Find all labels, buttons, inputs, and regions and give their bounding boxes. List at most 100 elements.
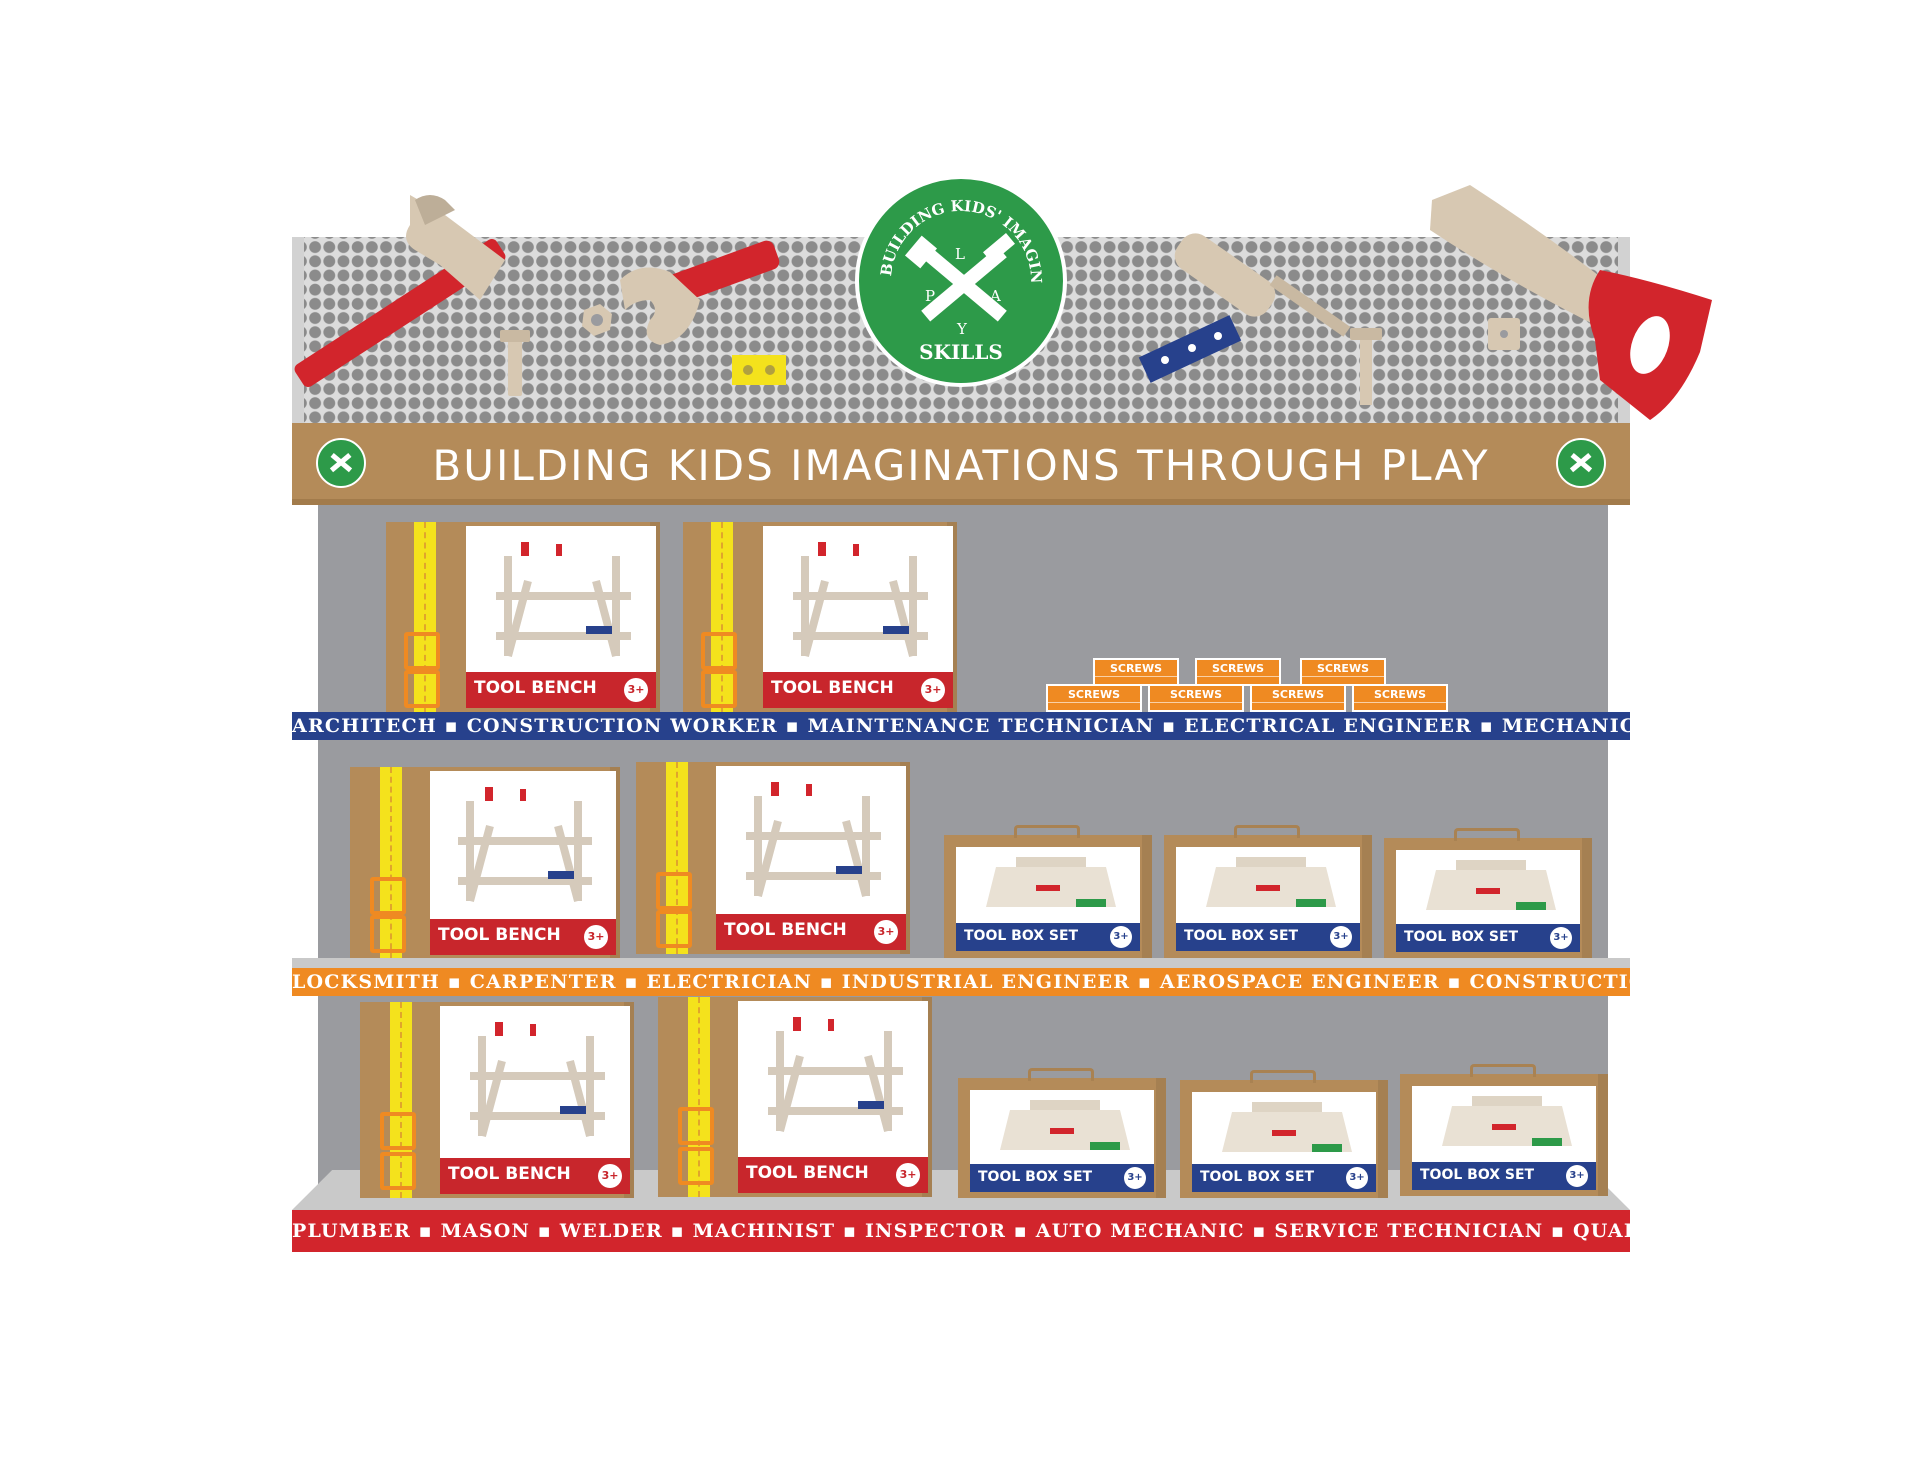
buckle-icon bbox=[370, 915, 406, 953]
box-handle bbox=[1470, 1064, 1536, 1077]
age-badge: 3+ bbox=[1330, 926, 1352, 948]
screws-label: SCREWS bbox=[1302, 662, 1384, 677]
age-badge: 3+ bbox=[598, 1164, 622, 1188]
logo-brand: SKILLS bbox=[919, 340, 1003, 364]
buckle-icon bbox=[701, 670, 737, 708]
product-name: TOOL BENCH bbox=[724, 920, 847, 940]
product-name: TOOL BOX SET bbox=[1404, 929, 1519, 945]
tool-box-set-box[interactable]: TOOL BOX SET 3+ bbox=[958, 1068, 1166, 1198]
box-strap bbox=[414, 522, 436, 712]
screws-pack[interactable]: SCREWS bbox=[1300, 658, 1386, 686]
shelf-surface bbox=[292, 958, 1630, 970]
toolbox-icon bbox=[986, 857, 1116, 907]
box-front-panel: TOOL BENCH 3+ bbox=[466, 526, 656, 708]
tool-bench-box[interactable]: TOOL BENCH 3+ bbox=[360, 1002, 634, 1198]
hammer-icon bbox=[294, 195, 506, 387]
screws-label: SCREWS bbox=[1095, 662, 1177, 677]
box-front-panel: TOOL BOX SET 3+ bbox=[970, 1090, 1154, 1192]
screws-pack[interactable]: SCREWS bbox=[1046, 684, 1142, 712]
workbench-icon bbox=[746, 782, 881, 898]
age-badge: 3+ bbox=[1110, 926, 1132, 948]
nut-icon bbox=[582, 304, 612, 336]
box-label: TOOL BOX SET 3+ bbox=[1192, 1164, 1376, 1192]
box-label: TOOL BENCH 3+ bbox=[466, 672, 656, 708]
toolbox-icon bbox=[1206, 857, 1336, 907]
tool-box-set-box[interactable]: TOOL BOX SET 3+ bbox=[1164, 825, 1372, 958]
screws-label: SCREWS bbox=[1252, 688, 1344, 703]
tool-bench-box[interactable]: TOOL BENCH 3+ bbox=[386, 522, 660, 712]
age-badge: 3+ bbox=[1550, 927, 1572, 949]
age-badge: 3+ bbox=[1566, 1165, 1588, 1187]
box-front-panel: TOOL BOX SET 3+ bbox=[1396, 850, 1580, 952]
screws-pack[interactable]: SCREWS bbox=[1352, 684, 1448, 712]
box-label: TOOL BENCH 3+ bbox=[738, 1157, 928, 1193]
toolbox-icon bbox=[1426, 860, 1556, 910]
screws-pack[interactable]: SCREWS bbox=[1250, 684, 1346, 712]
buckle-icon bbox=[370, 877, 406, 915]
buckle-icon bbox=[380, 1112, 416, 1150]
box-front-panel: TOOL BENCH 3+ bbox=[716, 766, 906, 950]
pegboard-tools bbox=[294, 185, 1712, 420]
workbench-icon bbox=[458, 787, 592, 903]
box-front-panel: TOOL BENCH 3+ bbox=[430, 771, 616, 955]
box-label: TOOL BOX SET 3+ bbox=[1176, 923, 1360, 951]
tool-box-set-box[interactable]: TOOL BOX SET 3+ bbox=[1384, 828, 1592, 958]
tool-box-set-box[interactable]: TOOL BOX SET 3+ bbox=[1400, 1064, 1608, 1196]
box-label: TOOL BOX SET 3+ bbox=[970, 1164, 1154, 1192]
box-front-panel: TOOL BOX SET 3+ bbox=[956, 847, 1140, 951]
bolt-icon bbox=[1350, 328, 1382, 405]
buckle-icon bbox=[380, 1152, 416, 1190]
logo-letter-l: L bbox=[955, 245, 965, 263]
box-label: TOOL BENCH 3+ bbox=[430, 919, 616, 955]
header-logo-left bbox=[316, 438, 366, 488]
tool-bench-box[interactable]: TOOL BENCH 3+ bbox=[636, 762, 910, 954]
box-handle bbox=[1234, 825, 1300, 838]
box-front-panel: TOOL BENCH 3+ bbox=[738, 1001, 928, 1193]
buckle-icon bbox=[404, 670, 440, 708]
workbench-icon bbox=[768, 1017, 903, 1133]
age-badge: 3+ bbox=[584, 925, 608, 949]
toolbox-icon bbox=[1442, 1096, 1572, 1146]
screws-pack[interactable]: SCREWS bbox=[1195, 658, 1281, 686]
logo-letter-y: Y bbox=[956, 320, 968, 338]
career-rail-middle: LOCKSMITH ▪ CARPENTER ▪ ELECTRICIAN ▪ IN… bbox=[292, 968, 1630, 996]
box-handle bbox=[1454, 828, 1520, 841]
product-name: TOOL BOX SET bbox=[1184, 928, 1299, 944]
product-name: TOOL BOX SET bbox=[1200, 1169, 1315, 1185]
product-name: TOOL BENCH bbox=[771, 678, 894, 698]
tool-box-set-box[interactable]: TOOL BOX SET 3+ bbox=[944, 825, 1152, 958]
workbench-icon bbox=[496, 542, 631, 658]
tool-bench-box[interactable]: TOOL BENCH 3+ bbox=[350, 767, 620, 959]
header-title: BUILDING KIDS IMAGINATIONS THROUGH PLAY bbox=[432, 441, 1490, 490]
screws-pack[interactable]: SCREWS bbox=[1093, 658, 1179, 686]
age-badge: 3+ bbox=[1124, 1167, 1146, 1189]
product-name: TOOL BOX SET bbox=[964, 928, 1079, 944]
crossed-tools-icon bbox=[904, 232, 1015, 322]
age-badge: 3+ bbox=[896, 1163, 920, 1187]
box-label: TOOL BENCH 3+ bbox=[716, 914, 906, 950]
box-front-panel: TOOL BENCH 3+ bbox=[440, 1006, 630, 1194]
product-name: TOOL BENCH bbox=[438, 925, 561, 945]
workbench-icon bbox=[793, 542, 928, 658]
buckle-icon bbox=[678, 1107, 714, 1145]
header-logo-right bbox=[1556, 438, 1606, 488]
toolbox-icon bbox=[1222, 1102, 1352, 1152]
product-name: TOOL BENCH bbox=[746, 1163, 869, 1183]
box-strap bbox=[711, 522, 733, 712]
box-front-panel: TOOL BOX SET 3+ bbox=[1412, 1086, 1596, 1190]
box-handle bbox=[1250, 1070, 1316, 1083]
yellow-plate-icon bbox=[732, 355, 786, 385]
tool-bench-box[interactable]: TOOL BENCH 3+ bbox=[683, 522, 957, 712]
screws-pack[interactable]: SCREWS bbox=[1148, 684, 1244, 712]
box-handle bbox=[1028, 1068, 1094, 1081]
screws-label: SCREWS bbox=[1354, 688, 1446, 703]
workbench-icon bbox=[470, 1022, 605, 1138]
tool-bench-box[interactable]: TOOL BENCH 3+ bbox=[658, 997, 932, 1197]
tool-box-set-box[interactable]: TOOL BOX SET 3+ bbox=[1180, 1070, 1388, 1198]
screws-label: SCREWS bbox=[1150, 688, 1242, 703]
box-label: TOOL BOX SET 3+ bbox=[956, 923, 1140, 951]
age-badge: 3+ bbox=[1346, 1167, 1368, 1189]
age-badge: 3+ bbox=[624, 678, 648, 702]
logo-letter-a: A bbox=[989, 287, 1001, 305]
buckle-icon bbox=[701, 632, 737, 670]
